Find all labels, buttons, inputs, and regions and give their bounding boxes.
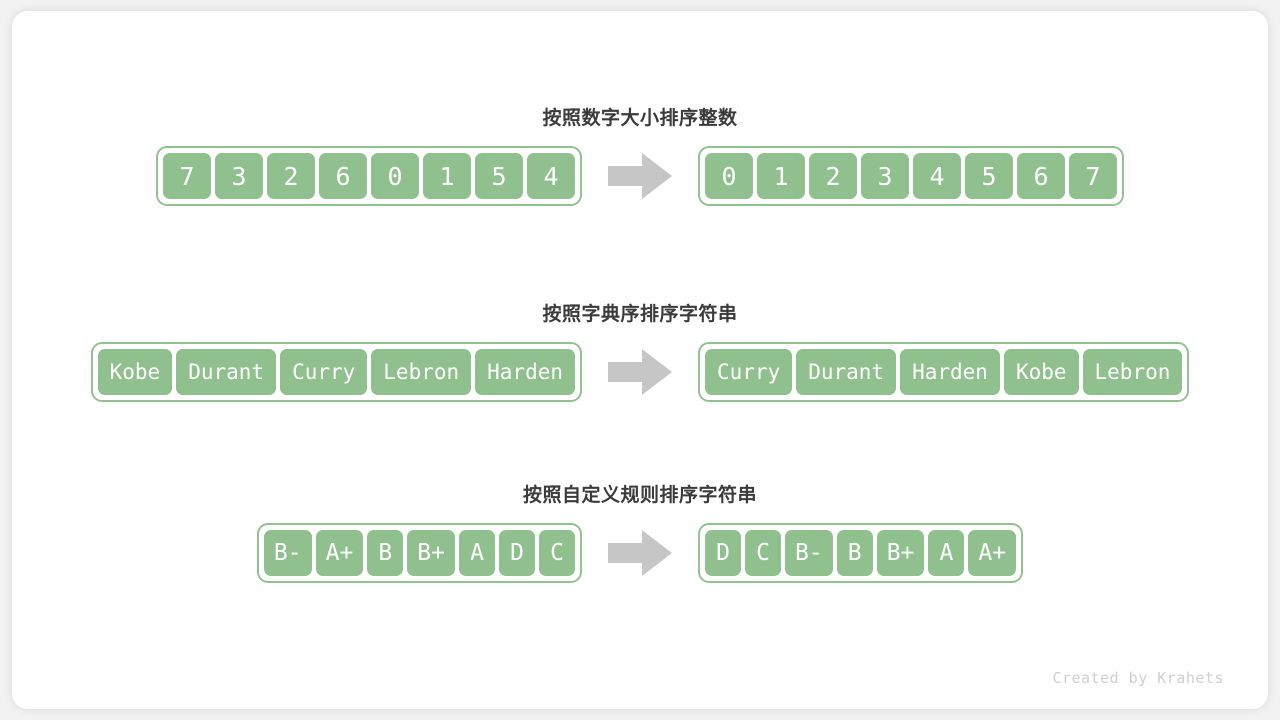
array-cell: Durant — [794, 347, 899, 397]
array-cell: 6 — [317, 151, 369, 201]
array-cell: A — [926, 528, 967, 578]
array-cell: A+ — [966, 528, 1019, 578]
array-cell: B- — [783, 528, 835, 578]
array-cell: Curry — [278, 347, 370, 397]
section-title: 按照字典序排序字符串 — [542, 304, 738, 325]
array-cell: Lebron — [1080, 347, 1185, 397]
array-cell: 6 — [1015, 151, 1067, 201]
array-cell: 4 — [525, 151, 577, 201]
section-title: 按照自定义规则排序字符串 — [522, 485, 757, 506]
array-cell: 0 — [369, 151, 421, 201]
array-cell: D — [497, 528, 537, 578]
array-cell: Kobe — [95, 347, 175, 397]
array-cell: Kobe — [1001, 347, 1081, 397]
right-arrow-icon — [608, 349, 672, 395]
right-arrow-icon — [608, 153, 672, 199]
array-cell: 7 — [161, 151, 213, 201]
array-cell: 5 — [963, 151, 1015, 201]
array-cell: 4 — [911, 151, 963, 201]
array-cell: B+ — [405, 528, 457, 578]
array-cell: 1 — [755, 151, 807, 201]
array-cell: B — [365, 528, 406, 578]
array-cell: Lebron — [369, 347, 474, 397]
array-cell: B+ — [874, 528, 927, 578]
array-cell: 3 — [859, 151, 911, 201]
section-title: 按照数字大小排序整数 — [542, 108, 738, 129]
array-cell: C — [537, 528, 577, 578]
array-cell: Harden — [473, 347, 577, 397]
array-cell: 0 — [703, 151, 755, 201]
array-cell: Harden — [898, 347, 1002, 397]
right-arrow-icon — [608, 530, 672, 576]
array-cell: 7 — [1067, 151, 1119, 201]
array-cell: D — [703, 528, 743, 578]
array-cell: Curry — [703, 347, 795, 397]
array-cell: 2 — [265, 151, 317, 201]
array-cell: C — [743, 528, 783, 578]
array-cell: 5 — [473, 151, 525, 201]
array-cell: A — [457, 528, 497, 578]
array-cell: A+ — [313, 528, 366, 578]
array-cell: 2 — [807, 151, 859, 201]
array-cell: B — [834, 528, 875, 578]
credit-footer: Created by Krahets — [1052, 669, 1224, 687]
array-cell: 1 — [421, 151, 473, 201]
array-cell: B- — [261, 528, 314, 578]
array-cell: 3 — [213, 151, 265, 201]
array-cell: Durant — [174, 347, 279, 397]
